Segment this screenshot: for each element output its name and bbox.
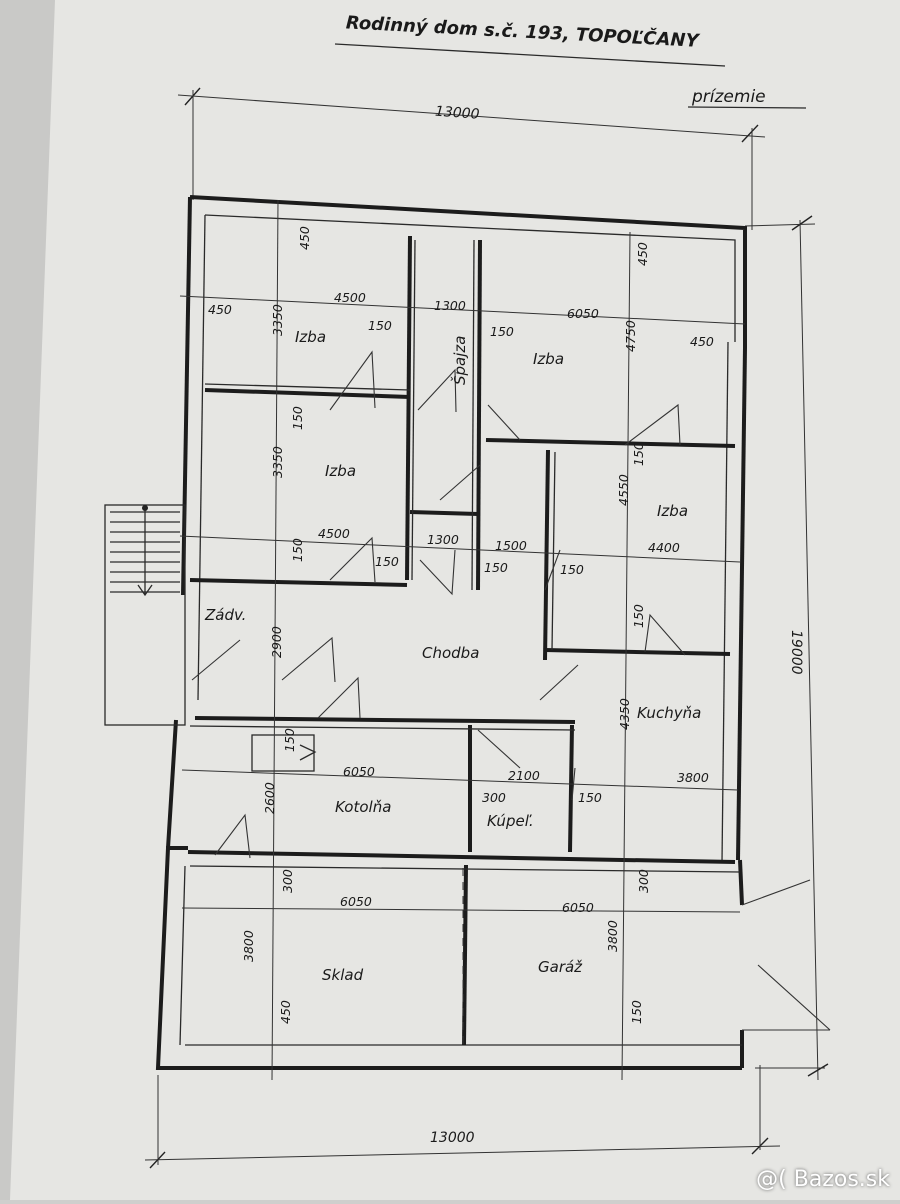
top-overall-dimension: 13000	[177, 87, 766, 230]
dimension-value-29: 2100	[508, 768, 540, 783]
dimension-value-26: 4350	[617, 698, 632, 730]
dimension-value-33: 2600	[262, 782, 277, 814]
room-izba-3: Izba	[325, 462, 356, 480]
dimension-value-37: 6050	[562, 900, 594, 915]
right-overall-dimension: 19000	[744, 215, 829, 1081]
dimension-value-25: 2900	[269, 626, 284, 658]
room-kupelna: Kúpeľ.	[487, 812, 534, 830]
room-spajza: Špajza	[450, 336, 469, 385]
dimension-value-13: 150	[631, 442, 646, 466]
dimension-value-39: 3800	[605, 920, 620, 952]
title-underline	[334, 43, 726, 67]
dimension-value-2: 450	[635, 242, 650, 266]
room-izba-1: Izba	[295, 328, 326, 346]
dimension-value-16: 4500	[318, 526, 350, 541]
dimension-value-18: 1500	[495, 538, 527, 553]
dimension-value-4: 450	[690, 334, 714, 349]
dimension-value-1: 450	[297, 226, 312, 250]
dimension-value-40: 450	[278, 1000, 293, 1024]
dimension-value-41: 150	[629, 1000, 644, 1024]
dimension-value-36: 6050	[340, 894, 372, 909]
dimension-value-17: 1300	[427, 532, 459, 547]
dimension-value-27: 150	[282, 728, 297, 752]
dimension-value-19: 4400	[648, 540, 680, 555]
interior-dimension-lines	[179, 199, 746, 1081]
dimension-value-38: 3800	[241, 930, 256, 962]
room-sklad: Sklad	[322, 966, 364, 984]
room-kuchyna: Kuchyňa	[637, 704, 701, 722]
watermark: @( Bazos.sk	[756, 1167, 890, 1192]
dimension-value-31: 300	[482, 790, 506, 805]
room-chodba: Chodba	[422, 644, 479, 662]
dimension-value-35: 300	[636, 869, 651, 893]
room-labels: Izba Špajza Izba Izba Izba Zádv. Chodba …	[204, 328, 701, 984]
room-izba-2: Izba	[533, 350, 564, 368]
floor-underline	[687, 106, 807, 109]
entrance-stairs	[104, 504, 186, 726]
dimension-labels: 450 450 450 450 4500 1300 6050 150 150 3…	[208, 226, 714, 1024]
paper-sheet	[10, 0, 900, 1200]
dimension-value-11: 4750	[623, 320, 638, 352]
dimension-value-5: 4500	[334, 290, 366, 305]
dimension-value-15: 4550	[616, 474, 631, 506]
garage-door-swing	[741, 879, 831, 1031]
room-zadverie: Zádv.	[204, 606, 246, 624]
dim-bottom-13000: 13000	[430, 1130, 475, 1146]
outer-walls	[155, 195, 747, 1070]
dimension-value-24: 150	[631, 604, 646, 628]
dimension-value-10: 3350	[270, 304, 285, 336]
door-swings	[191, 350, 686, 859]
dimension-value-12: 150	[290, 406, 305, 430]
dimension-value-28: 6050	[343, 764, 375, 779]
dim-right-19000: 19000	[788, 630, 804, 675]
chimney-box	[251, 734, 317, 772]
dimension-value-6: 1300	[434, 298, 466, 313]
dimension-value-3: 450	[208, 302, 232, 317]
floor-label: prízemie	[691, 87, 766, 107]
dimension-value-21: 150	[375, 554, 399, 569]
room-garaz: Garáž	[538, 958, 583, 976]
dimension-value-7: 6050	[567, 306, 599, 321]
dimension-value-32: 150	[578, 790, 602, 805]
bottom-overall-dimension: 13000	[144, 1065, 781, 1169]
dimension-value-30: 3800	[677, 770, 709, 785]
dimension-value-23: 150	[560, 562, 584, 577]
dimension-value-8: 150	[368, 318, 392, 333]
dimension-value-20: 150	[290, 538, 305, 562]
dim-top-13000: 13000	[434, 104, 480, 123]
room-kotolna: Kotolňa	[335, 798, 391, 816]
dimension-value-34: 300	[280, 869, 295, 893]
dimension-value-14: 3350	[270, 446, 285, 478]
dimension-value-9: 150	[490, 324, 514, 339]
dimension-value-22: 150	[484, 560, 508, 575]
room-izba-4: Izba	[657, 502, 688, 520]
interior-walls	[187, 235, 741, 1046]
